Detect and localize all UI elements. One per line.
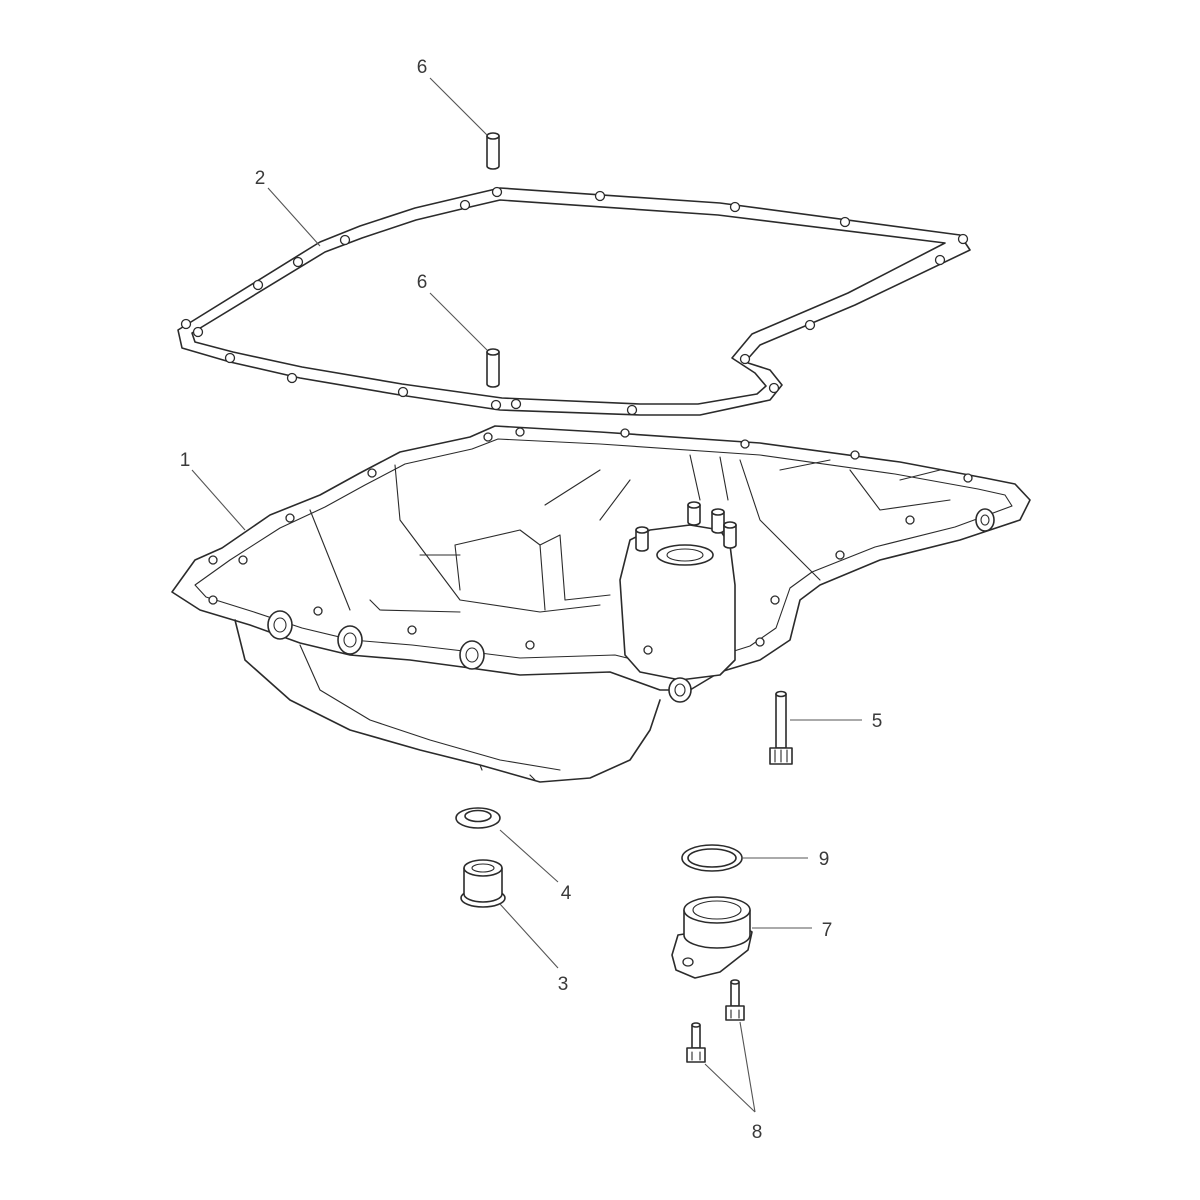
gasket-part (177, 186, 971, 416)
leader-4 (499, 829, 559, 883)
dowel-pin-bottom (486, 348, 500, 388)
leader-6-top (429, 77, 488, 136)
leader-2 (267, 187, 321, 247)
o-ring-part (681, 844, 743, 872)
callout-6-top: 6 (417, 57, 428, 78)
callout-4: 4 (561, 883, 572, 904)
leader-6-bottom (429, 292, 488, 351)
callout-1: 1 (180, 450, 191, 471)
sump-bolt-part (769, 690, 793, 765)
leader-lines (191, 77, 862, 1113)
callout-7: 7 (822, 920, 833, 941)
sealing-washer-part (455, 807, 501, 829)
leader-3 (499, 903, 559, 969)
callout-labels: 6 2 6 1 5 4 3 9 7 8 (180, 57, 883, 1143)
callout-2: 2 (255, 168, 266, 189)
leader-1 (191, 469, 246, 531)
dowel-pin-top (486, 132, 500, 170)
callout-6-bottom: 6 (417, 272, 428, 293)
callout-5: 5 (872, 711, 883, 732)
callout-3: 3 (558, 974, 569, 995)
screw-part-right (725, 979, 745, 1021)
callout-9: 9 (819, 849, 830, 870)
callout-8: 8 (752, 1122, 763, 1143)
leader-8-a (739, 1021, 756, 1113)
drain-plug-part (460, 859, 506, 908)
oil-sump-part (171, 425, 1031, 783)
leader-8-b (704, 1063, 756, 1113)
screw-part-left (686, 1022, 706, 1063)
cover-plug-part (671, 896, 753, 979)
